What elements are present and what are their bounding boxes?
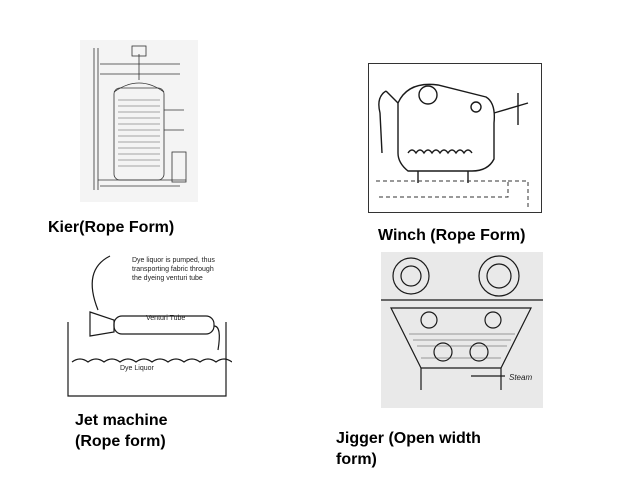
jigger-drawing: Steam [381,252,543,408]
winch-diagram [368,63,542,213]
jet-note-line1: Dye liquor is pumped, thus [132,257,215,264]
jigger-steam-label: Steam [509,373,532,382]
jigger-diagram: Steam [381,252,543,408]
jet-caption-line1: Jet machine [75,412,168,429]
jet-liquor-label: Dye Liquor [120,365,155,372]
jet-machine-drawing: Dye liquor is pumped, thus transporting … [67,255,233,397]
jet-machine-diagram: Dye liquor is pumped, thus transporting … [62,250,233,400]
jigger-caption-line1: Jigger (Open width [336,430,481,447]
jigger-caption-line2: form) [336,451,377,468]
winch-caption: Winch (Rope Form) [378,227,526,244]
kier-drawing [80,40,198,202]
jet-tube-label: Venturi Tube [146,315,185,322]
kier-diagram [80,40,198,202]
jet-note-line3: the dyeing venturi tube [132,275,203,282]
winch-drawing [368,63,542,213]
jet-caption-line2: (Rope form) [75,433,166,450]
jet-note-line2: transporting fabric through [132,266,214,273]
kier-caption: Kier(Rope Form) [48,219,175,236]
